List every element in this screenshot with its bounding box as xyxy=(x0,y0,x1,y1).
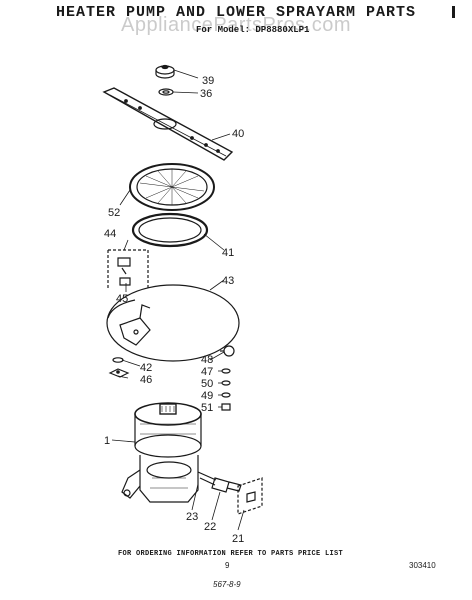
diagram-title: HEATER PUMP AND LOWER SPRAYARM PARTS xyxy=(55,4,417,21)
corner-mark xyxy=(452,6,455,18)
part-49-washer xyxy=(221,392,231,398)
callout-40: 40 xyxy=(232,128,244,140)
revision-code: 567-8-9 xyxy=(213,580,241,589)
part-52-screen xyxy=(129,163,215,211)
callout-45: 45 xyxy=(116,293,128,305)
part-36-washer xyxy=(158,88,174,96)
ordering-note: FOR ORDERING INFORMATION REFER TO PARTS … xyxy=(118,550,344,558)
leader-lines xyxy=(111,69,245,531)
part-22-clamp xyxy=(211,477,242,493)
part-48-fitting xyxy=(220,345,235,357)
callout-23: 23 xyxy=(186,511,198,523)
callout-42: 42 xyxy=(140,362,152,374)
callout-51: 51 xyxy=(201,402,213,414)
part-1-pump-motor xyxy=(121,402,202,503)
part-42-washer xyxy=(112,357,124,363)
callout-50: 50 xyxy=(201,378,213,390)
callout-36: 36 xyxy=(200,88,212,100)
part-51-nut xyxy=(221,403,231,411)
part-40-sprayarm xyxy=(102,87,234,161)
model-number: For Model: DP8880XLP1 xyxy=(196,25,310,35)
callout-21: 21 xyxy=(232,533,244,545)
part-47-washer xyxy=(221,368,231,374)
part-50-washer xyxy=(221,380,231,386)
callout-52: 52 xyxy=(108,207,120,219)
callout-49: 49 xyxy=(201,390,213,402)
page-number: 9 xyxy=(225,561,230,570)
watermark: AppliancePartsPros.com xyxy=(121,14,351,36)
callout-1: 1 xyxy=(104,435,110,447)
callout-48: 48 xyxy=(201,354,213,366)
callout-46: 46 xyxy=(140,374,152,386)
part-41-seal xyxy=(131,212,209,248)
callout-44: 44 xyxy=(104,228,116,240)
part-46-clip xyxy=(108,368,130,378)
callout-47: 47 xyxy=(201,366,213,378)
part-21-terminal xyxy=(237,477,263,515)
part-39-nut xyxy=(155,64,175,79)
document-number: 303410 xyxy=(409,561,436,570)
part-42-bracket xyxy=(119,304,151,346)
callout-39: 39 xyxy=(202,75,214,87)
part-23-hose xyxy=(197,471,217,486)
part-44-45-clip-inset xyxy=(107,249,149,288)
callout-22: 22 xyxy=(204,521,216,533)
callout-41: 41 xyxy=(222,247,234,259)
callout-43: 43 xyxy=(222,275,234,287)
part-43-wire-ring xyxy=(106,284,240,362)
